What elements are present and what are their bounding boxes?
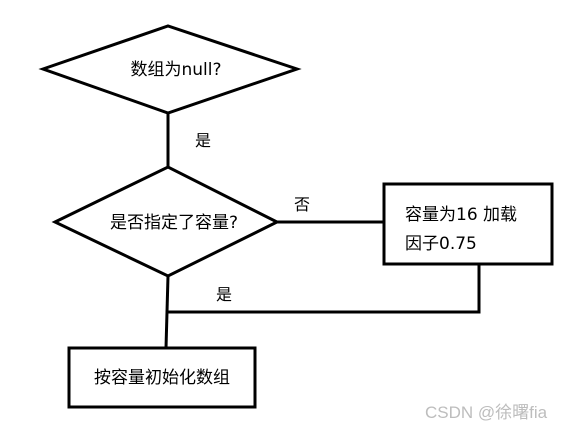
process-default-capacity <box>382 182 554 266</box>
watermark-text: CSDN @徐曙fia <box>425 403 548 422</box>
edge-label-capacity-yes: 是 <box>216 285 232 304</box>
process-default-capacity-line-1: 容量为16 加载 <box>405 205 517 225</box>
decision-array-null-label: 数组为null? <box>130 60 221 80</box>
decision-capacity-specified-label: 是否指定了容量? <box>110 213 238 233</box>
decision-array-null <box>38 24 302 115</box>
decision-capacity-specified <box>51 165 281 278</box>
connector-capacity-to-init <box>164 275 170 349</box>
edge-label-null-yes: 是 <box>195 131 211 150</box>
edge-label-capacity-no: 否 <box>294 195 310 214</box>
connector-default-to-merge <box>166 264 481 314</box>
process-default-capacity-line-2: 因子0.75 <box>405 234 477 254</box>
process-init-array-label: 按容量初始化数组 <box>94 368 230 388</box>
process-init-array <box>67 346 257 409</box>
